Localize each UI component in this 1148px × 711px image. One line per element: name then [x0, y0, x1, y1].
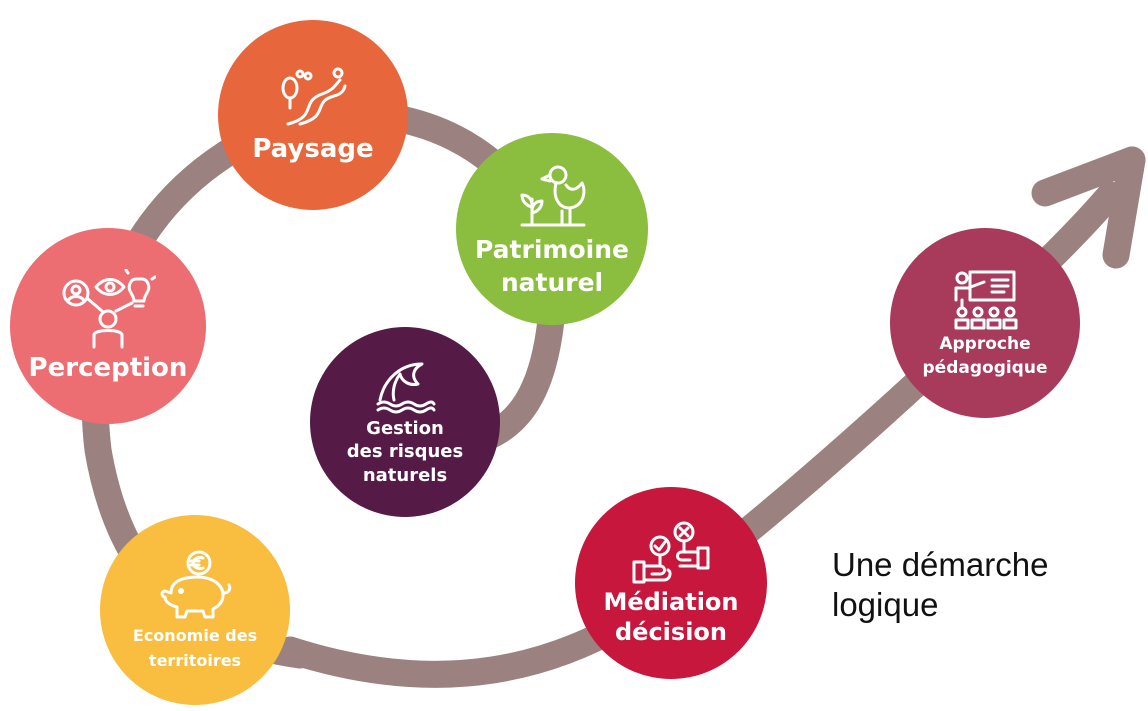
- node-mediation-decision: Médiation décision: [575, 487, 767, 679]
- label-gestion-line2: des risques: [346, 441, 464, 463]
- label-patrimoine-line2: naturel: [500, 268, 604, 297]
- landscape-icon: [281, 67, 347, 126]
- node-patrimoine-naturel: Patrimoine naturel: [456, 133, 648, 325]
- people-eye-idea-icon: [62, 268, 156, 349]
- label-mediation-line2: décision: [615, 618, 727, 646]
- arrow-head: [1031, 146, 1146, 269]
- wave-icon: [376, 362, 436, 414]
- caption: Une démarche logique: [832, 545, 1092, 625]
- caption-line1: Une démarche: [832, 546, 1049, 583]
- label-paysage: Paysage: [252, 133, 374, 164]
- label-mediation-line1: Médiation: [603, 587, 739, 616]
- bird-plant-icon: [520, 165, 586, 226]
- node-economie-territoires: Economie des territoires: [100, 515, 290, 705]
- label-perception: Perception: [28, 352, 188, 383]
- node-approche-pedagogique: Approche pédagogique: [890, 228, 1080, 418]
- label-approche-line2: pédagogique: [922, 358, 1048, 378]
- label-economie-line2: territoires: [148, 651, 242, 670]
- node-perception: Perception: [10, 228, 206, 424]
- node-paysage: Paysage: [218, 20, 408, 210]
- piggy-bank-euro-icon: [160, 550, 232, 619]
- label-approche-line1: Approche: [939, 333, 1031, 354]
- label-patrimoine-line1: Patrimoine: [475, 234, 629, 264]
- label-gestion-line1: Gestion: [366, 418, 444, 440]
- label-gestion-line3: naturels: [362, 464, 448, 486]
- caption-line2: logique: [832, 586, 939, 623]
- handshake-decision-icon: [632, 521, 710, 584]
- teacher-board-icon: [954, 270, 1018, 330]
- label-economie-line1: Economie des: [132, 626, 258, 646]
- node-gestion-risques: Gestion des risques naturels: [310, 327, 500, 517]
